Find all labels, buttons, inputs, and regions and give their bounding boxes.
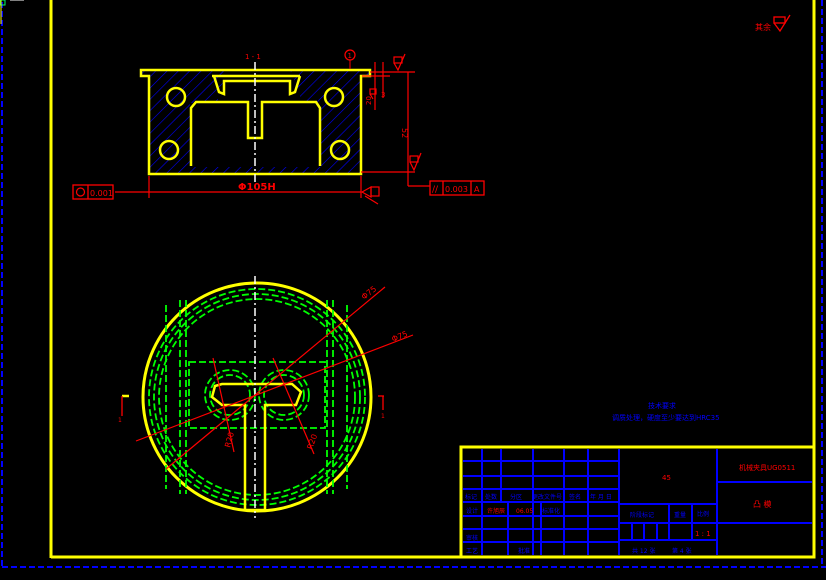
title-grid — [463, 449, 812, 555]
part-name: 凸 模 — [753, 499, 772, 509]
height-dim: 52 — [400, 128, 409, 138]
section-body — [140, 70, 370, 174]
scale-value: 1 : 1 — [695, 530, 711, 538]
step-dim-2: 3 — [381, 91, 385, 99]
parallelism-value: 0.003 — [445, 185, 468, 194]
scale-label: 比例 — [697, 510, 709, 518]
section-outline — [139, 68, 372, 176]
roundness-tolerance-frame: 0.001 — [72, 184, 114, 200]
svg-text:标记: 标记 — [465, 493, 477, 501]
section-view[interactable]: 1 - 1 1 — [72, 49, 485, 205]
svg-text:签名: 签名 — [569, 493, 581, 501]
weight-label: 重量 — [674, 511, 686, 519]
dimension-lines — [115, 62, 430, 198]
dim-hole-right: R20 — [305, 433, 319, 451]
svg-text:分区: 分区 — [510, 493, 522, 501]
review-label: 审核 — [466, 534, 478, 542]
parallelism-icon: // — [432, 185, 439, 195]
dim-outer-1: Φ75 — [360, 284, 379, 301]
plan-view[interactable]: Φ75 Φ75 R20 R20 1 1 — [118, 276, 414, 518]
svg-text:年 月 日: 年 月 日 — [590, 493, 612, 501]
step-dim-1: 20 — [365, 96, 373, 105]
revision-header: 标记 处数 分区 更改文件号 签名 年 月 日 — [465, 493, 612, 501]
design-date: 06.05 — [516, 508, 533, 515]
outer-circle — [141, 281, 373, 513]
sheets-total: 共 12 张 — [632, 547, 655, 555]
svg-text:处数: 处数 — [485, 493, 497, 501]
title-block[interactable]: 标记 处数 分区 更改文件号 签名 年 月 日 设计 许旭辰 06.05 标准化… — [459, 445, 816, 559]
t-slot-outline — [210, 382, 303, 512]
technical-requirements: 技术要求 调质处理，硬度至少要达到HRC35 — [612, 401, 720, 422]
roughness-symbol-icon — [360, 53, 422, 205]
parallelism-tolerance-frame: // 0.003 A — [429, 180, 485, 196]
diameter-dim: Φ105H — [238, 182, 276, 193]
svg-text:1: 1 — [348, 52, 352, 60]
datum-ref: A — [474, 185, 480, 194]
roughness-note: 其余 — [755, 14, 791, 33]
standardization-label: 标准化 — [542, 507, 560, 515]
tech-req-title: 技术要求 — [648, 401, 676, 410]
stage-label: 阶段标记 — [630, 511, 654, 519]
dimension-lines — [135, 286, 414, 470]
dim-outer-2: Φ75 — [390, 329, 409, 344]
roughness-symbol-icon — [773, 14, 791, 33]
material: 45 — [662, 474, 671, 482]
designer-label: 设计 — [466, 507, 478, 515]
tech-req-line1: 调质处理，硬度至少要达到HRC35 — [612, 413, 720, 422]
approve-label: 批准 — [518, 547, 530, 555]
drawing-number: 机械夹具UG0511 — [739, 463, 795, 472]
section-marker-right: 1 — [378, 395, 385, 420]
datum-balloon: 1 — [344, 49, 356, 69]
sheet-no: 第 4 张 — [672, 547, 692, 555]
sheet-border — [0, 0, 826, 568]
roundness-icon — [75, 187, 86, 197]
hidden-lines — [148, 288, 366, 506]
roughness-note-text: 其余 — [755, 22, 771, 32]
svg-text:1: 1 — [381, 413, 385, 420]
dim-hole-left: R20 — [223, 431, 236, 449]
section-label: 1 - 1 — [245, 53, 261, 61]
svg-text:1: 1 — [118, 417, 122, 424]
roundness-value: 0.001 — [90, 189, 113, 198]
process-label: 工艺 — [466, 547, 478, 555]
svg-text:更改文件号: 更改文件号 — [532, 493, 562, 501]
section-marker-left: 1 — [118, 394, 129, 424]
designer-name: 许旭辰 — [487, 507, 505, 515]
